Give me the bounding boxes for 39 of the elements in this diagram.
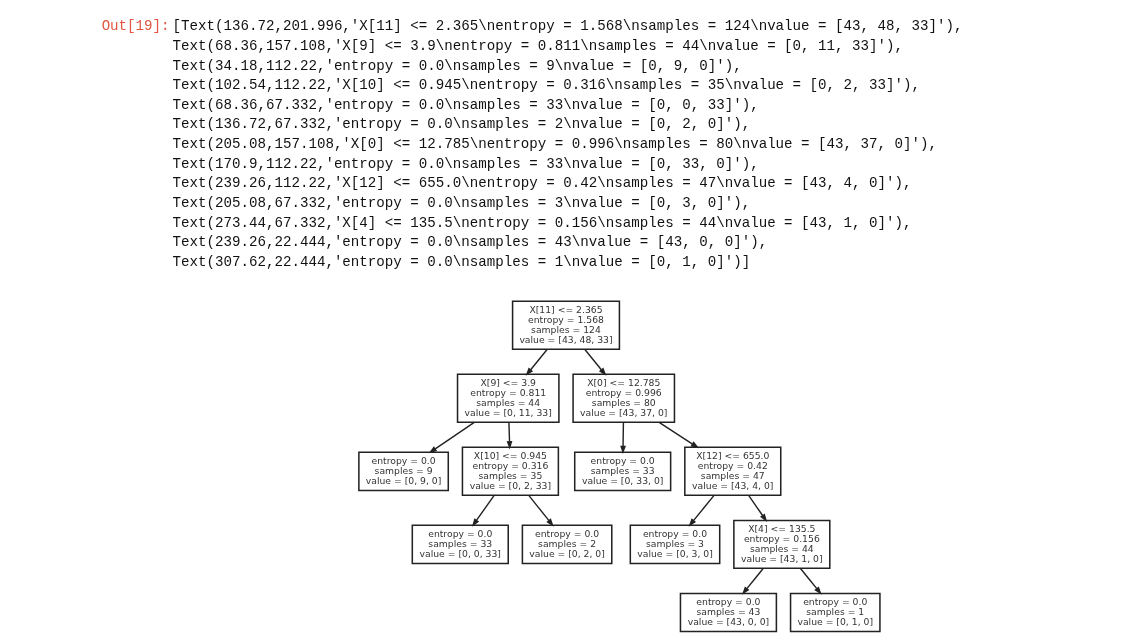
arrow: [799, 567, 822, 595]
arrow: [741, 567, 764, 595]
label: Text(136.72,67.332,'entropy = 0.0\nsamples = 2\nvalue = [0, 2, 0]'),: [172, 116, 751, 133]
arrow: [658, 421, 699, 449]
label: [Text(136.72,201.996,'X[11] <= 2.365\nentropy = 1.568\nsamples = 124\nvalue = [43, 48, 33]'),: [172, 18, 963, 35]
label: Text(34.18,112.22,'entropy = 0.0\nsamples = 9\nvalue = [0, 9, 0]'),: [172, 57, 742, 74]
label: Text(205.08,67.332,'entropy = 0.0\nsamples = 3\nvalue = [0, 3, 0]'),: [172, 194, 751, 211]
node-box: entropy = 0.0 samples = 1 value = [0, 1, 0]: [789, 592, 881, 633]
node-box: X[10] <= 0.945 entropy = 0.316 samples = 35 value = [0, 2, 33]: [461, 446, 560, 497]
label: Text(68.36,157.108,'X[9] <= 3.9\nentropy = 0.811\nsamples = 44\nvalue = [0, 11, 33]'),: [172, 37, 904, 54]
arrow: [471, 494, 495, 527]
label: Text(102.54,112.22,'X[10] <= 0.945\nentropy = 0.316\nsamples = 35\nvalue = [0, 2, 33]'),: [172, 77, 921, 94]
arrow: [525, 348, 548, 376]
arrow: [620, 421, 626, 455]
arrow: [688, 494, 715, 527]
label: Text(170.9,112.22,'entropy = 0.0\nsamples = 33\nvalue = [0, 33, 0]'),: [172, 155, 759, 172]
node-box: X[4] <= 135.5 entropy = 0.156 samples = 44 value = [43, 1, 0]: [733, 519, 831, 570]
node-box: X[0] <= 12.785 entropy = 0.996 samples = 80 value = [43, 37, 0]: [572, 373, 676, 424]
node-box: X[12] <= 655.0 entropy = 0.42 samples = 47 value = [43, 4, 0]: [684, 446, 782, 497]
node-box: entropy = 0.0 samples = 3 value = [0, 3, 0]: [629, 524, 721, 565]
label: Text(205.08,157.108,'X[0] <= 12.785\nentropy = 0.996\nsamples = 80\nvalue = [43, 37, 0]'),: [172, 136, 938, 153]
node-box: entropy = 0.0 samples = 33 value = [0, 0, 33]: [411, 524, 509, 565]
label: Text(307.62,22.444,'entropy = 0.0\nsamples = 1\nvalue = [0, 1, 0]')]: [172, 253, 751, 270]
label: Out[19]:: [101, 18, 170, 35]
arrow: [506, 421, 513, 450]
node-box: entropy = 0.0 samples = 43 value = [43, 0, 0]: [679, 592, 778, 633]
arrow: [584, 348, 607, 376]
arrow: [528, 494, 554, 527]
node-box: entropy = 0.0 samples = 33 value = [0, 33, 0]: [573, 451, 672, 492]
label: Text(239.26,112.22,'X[12] <= 655.0\nentropy = 0.42\nsamples = 47\nvalue = [43, 4, 0]'),: [172, 175, 912, 192]
node-box: X[11] <= 2.365 entropy = 1.568 samples = 124 value = [43, 48, 33]: [511, 300, 621, 350]
label: Text(239.26,22.444,'entropy = 0.0\nsamples = 43\nvalue = [43, 0, 0]'),: [172, 234, 768, 251]
label: Text(68.36,67.332,'entropy = 0.0\nsamples = 33\nvalue = [0, 0, 33]'),: [172, 96, 759, 113]
node-box: entropy = 0.0 samples = 2 value = [0, 2, 0]: [521, 524, 613, 565]
arrow: [428, 421, 475, 454]
node-box: X[9] <= 3.9 entropy = 0.811 samples = 44 value = [0, 11, 33]: [456, 373, 560, 424]
label: Text(273.44,67.332,'X[4] <= 135.5\nentropy = 0.156\nsamples = 44\nvalue = [43, 1, 0]'),: [172, 214, 912, 231]
arrow: [748, 494, 768, 523]
node-box: entropy = 0.0 samples = 9 value = [0, 9, 0]: [358, 451, 450, 492]
